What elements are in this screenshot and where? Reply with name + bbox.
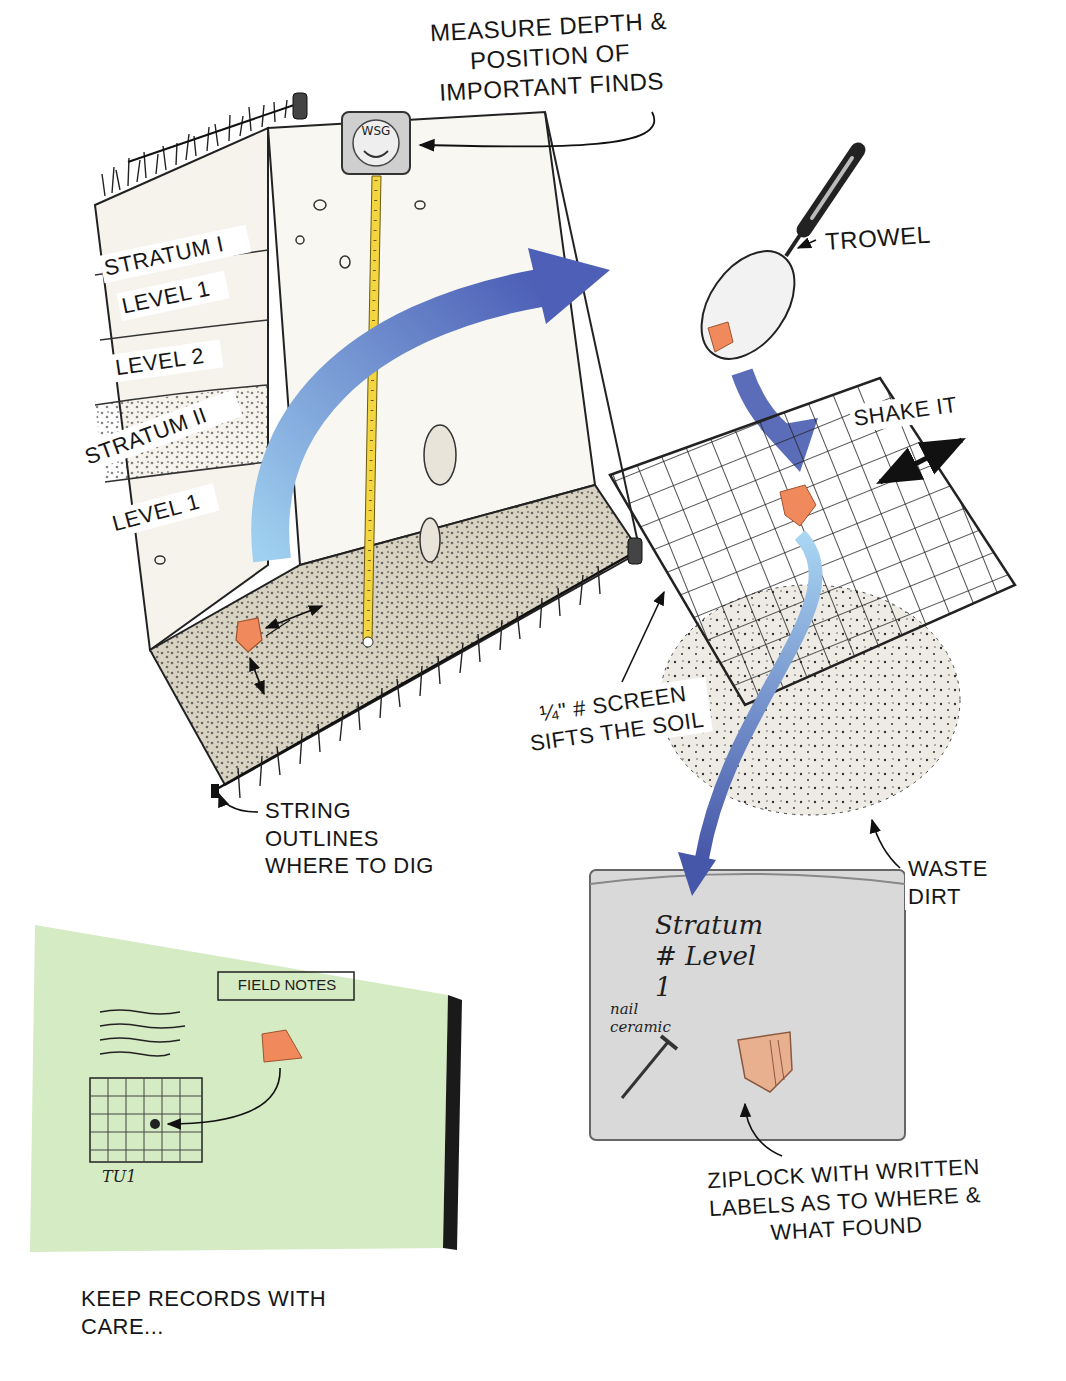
level-label: LEVEL 2 bbox=[111, 339, 224, 382]
sherd bbox=[708, 322, 733, 352]
bag-label: Stratum # Level 1 bbox=[655, 910, 775, 1004]
level-label: LEVEL 1 bbox=[106, 483, 219, 538]
trowel-handle-shine bbox=[812, 158, 852, 218]
tape-ticks bbox=[368, 180, 376, 636]
ziplock-bag bbox=[590, 870, 905, 1140]
part-label: TROWEL bbox=[821, 217, 973, 257]
bagging-arrowhead bbox=[678, 852, 716, 896]
leader-line bbox=[219, 794, 258, 812]
measuring-tape bbox=[363, 176, 381, 640]
nail bbox=[622, 1042, 668, 1098]
callout-note: ¼" # SCREEN SIFTS THE SOIL bbox=[517, 677, 713, 758]
find-dot bbox=[150, 1119, 160, 1129]
device-box: WSG bbox=[342, 112, 410, 174]
sherd bbox=[780, 485, 816, 526]
ceramic-sherd bbox=[738, 1032, 792, 1092]
device-outline bbox=[342, 112, 410, 174]
grid-unit: TU1 bbox=[102, 1167, 162, 1186]
trowel-neck bbox=[786, 232, 802, 256]
leader-line bbox=[420, 112, 654, 146]
notebook-spine bbox=[443, 995, 462, 1250]
grid-sketch bbox=[90, 1078, 202, 1162]
rock bbox=[415, 201, 425, 209]
level-label: LEVEL 1 bbox=[116, 271, 229, 321]
tape-end bbox=[363, 637, 373, 647]
nail-head bbox=[661, 1036, 677, 1049]
note-scribbles bbox=[100, 1010, 185, 1056]
trowel-blade bbox=[682, 234, 813, 376]
string-post bbox=[628, 538, 642, 564]
shake-arrow bbox=[880, 440, 962, 482]
rock bbox=[314, 200, 326, 210]
leader-line bbox=[798, 240, 816, 248]
notebook-title-box bbox=[218, 972, 354, 1000]
measure-arrow bbox=[266, 606, 322, 628]
pit-back-wall bbox=[268, 112, 595, 565]
callout-note: MEASURE DEPTH & POSITION OF IMPORTANT FI… bbox=[403, 4, 697, 109]
trowel-handle bbox=[804, 150, 858, 230]
ziplock-bag-box: Stratum # Level 1nail ceramic bbox=[590, 870, 905, 1140]
rock bbox=[296, 236, 304, 244]
grass bbox=[238, 566, 600, 798]
bag-rim bbox=[590, 874, 905, 884]
part-label: WASTE DIRT bbox=[905, 855, 1025, 910]
callout-note: ZIPLOCK WITH WRITTEN LABELS AS TO WHERE … bbox=[698, 1152, 992, 1250]
leader-line bbox=[872, 820, 900, 868]
notebook-page bbox=[30, 925, 448, 1252]
excavation-arrowhead bbox=[528, 248, 610, 324]
bagging-arrow bbox=[702, 535, 816, 858]
sherd bbox=[262, 1030, 302, 1062]
bag-contents: nail ceramic bbox=[610, 1000, 685, 1036]
rock bbox=[340, 256, 350, 268]
callout-note: STRING OUTLINES WHERE TO DIG bbox=[262, 797, 452, 880]
sherd bbox=[236, 618, 262, 652]
device-smile bbox=[364, 151, 388, 157]
string-line bbox=[128, 103, 300, 162]
caption-note: KEEP RECORDS WITH CARE... bbox=[78, 1285, 378, 1340]
rock bbox=[155, 556, 165, 564]
string-stake bbox=[211, 784, 219, 798]
rock bbox=[424, 425, 456, 485]
measure-arrow bbox=[266, 620, 290, 636]
device-mark: WSG bbox=[342, 124, 410, 138]
leader-line bbox=[745, 1104, 782, 1156]
measure-arrow bbox=[250, 658, 264, 694]
rock bbox=[420, 518, 440, 562]
notebook-arrow bbox=[168, 1068, 280, 1124]
action-label: SHAKE IT bbox=[849, 385, 1001, 433]
sherd-hatch bbox=[770, 1040, 784, 1086]
grid-lines bbox=[90, 1078, 202, 1162]
notebook-box: FIELD NOTES TU1 bbox=[30, 925, 462, 1252]
stratum-label: STRATUM II bbox=[78, 390, 242, 472]
stratum-label: STRATUM I bbox=[99, 225, 251, 283]
excavation-arrow bbox=[270, 288, 540, 560]
pit-left-wall bbox=[95, 128, 268, 650]
leader-line bbox=[622, 592, 664, 682]
string-post bbox=[293, 93, 307, 119]
notebook-title: FIELD NOTES bbox=[222, 976, 352, 994]
